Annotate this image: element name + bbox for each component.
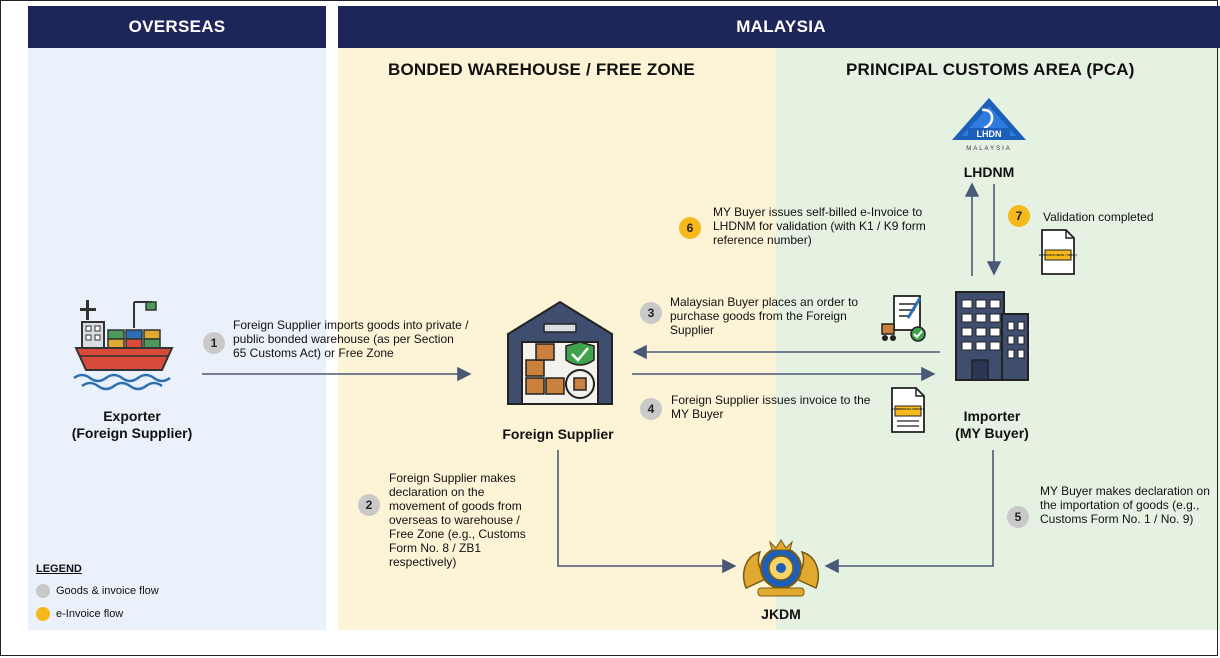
legend-einvoice-dot	[36, 607, 50, 621]
lhdn-logo: LHDN MALAYSIA	[952, 98, 1026, 152]
step-1-badge: 1	[203, 332, 225, 354]
legend-title: LEGEND	[36, 563, 82, 575]
legend-goods-dot	[36, 584, 50, 598]
step-1-text: Foreign Supplier imports goods into priv…	[233, 318, 469, 360]
building-icon	[955, 291, 1029, 381]
malaysia-header: MALAYSIA	[338, 6, 1220, 48]
step-3-badge: 3	[640, 302, 662, 324]
step-5-text: MY Buyer makes declaration on the import…	[1040, 484, 1210, 526]
step-4-text: Foreign Supplier issues invoice to the M…	[671, 393, 871, 421]
pca-title: PRINCIPAL CUSTOMS AREA (PCA)	[846, 60, 1135, 79]
commercial-invoice-icon: COMMERCIAL INVOICE	[891, 387, 925, 433]
bonded-title: BONDED WAREHOUSE / FREE ZONE	[388, 60, 695, 79]
importer-label-line1: Importer	[963, 408, 1021, 424]
warehouse-icon	[507, 300, 613, 405]
lhdn-logo-text: LHDN	[977, 129, 1002, 139]
lhdn-logo-sub: MALAYSIA	[966, 146, 1012, 152]
step-6-badge: 6	[679, 217, 701, 239]
exporter-label-line1: Exporter	[103, 408, 161, 424]
overseas-panel	[28, 48, 326, 630]
lhdnm-label: LHDNM	[963, 164, 1015, 180]
step-7-text: Validation completed	[1043, 210, 1154, 224]
jkdm-crest-icon	[742, 539, 820, 597]
step-5-badge: 5	[1007, 506, 1029, 528]
commercial-invoice-text: COMMERCIAL INVOICE	[891, 407, 925, 411]
step-6-text: MY Buyer issues self-billed e-Invoice to…	[713, 205, 926, 247]
overseas-header: OVERSEAS	[28, 6, 326, 48]
einvoice-document-text: E-INVOICE (SBRL / VDOC)	[1039, 253, 1076, 257]
einvoice-document-icon: E-INVOICE (SBRL / VDOC)	[1039, 229, 1077, 275]
exporter-label: Exporter (Foreign Supplier)	[64, 408, 200, 442]
legend-einvoice-label: e-Invoice flow	[56, 608, 124, 620]
order-checklist-icon	[881, 295, 926, 342]
exporter-label-line2: (Foreign Supplier)	[71, 425, 193, 441]
step-3-text: Malaysian Buyer places an order to purch…	[670, 295, 859, 337]
legend-goods-label: Goods & invoice flow	[56, 585, 159, 597]
ship-icon	[73, 300, 174, 391]
step-7-badge: 7	[1008, 205, 1030, 227]
step-2-text: Foreign Supplier makes declaration on th…	[389, 471, 526, 569]
importer-label-line2: (MY Buyer)	[955, 425, 1029, 441]
jkdm-label: JKDM	[761, 606, 801, 622]
step-4-badge: 4	[640, 398, 662, 420]
importer-label: Importer (MY Buyer)	[924, 408, 1060, 442]
arrow-importer-to-jkdm	[824, 450, 994, 574]
step-2-badge: 2	[358, 494, 380, 516]
arrow-supplier-to-jkdm	[557, 450, 737, 574]
foreign-supplier-label: Foreign Supplier	[502, 426, 614, 442]
